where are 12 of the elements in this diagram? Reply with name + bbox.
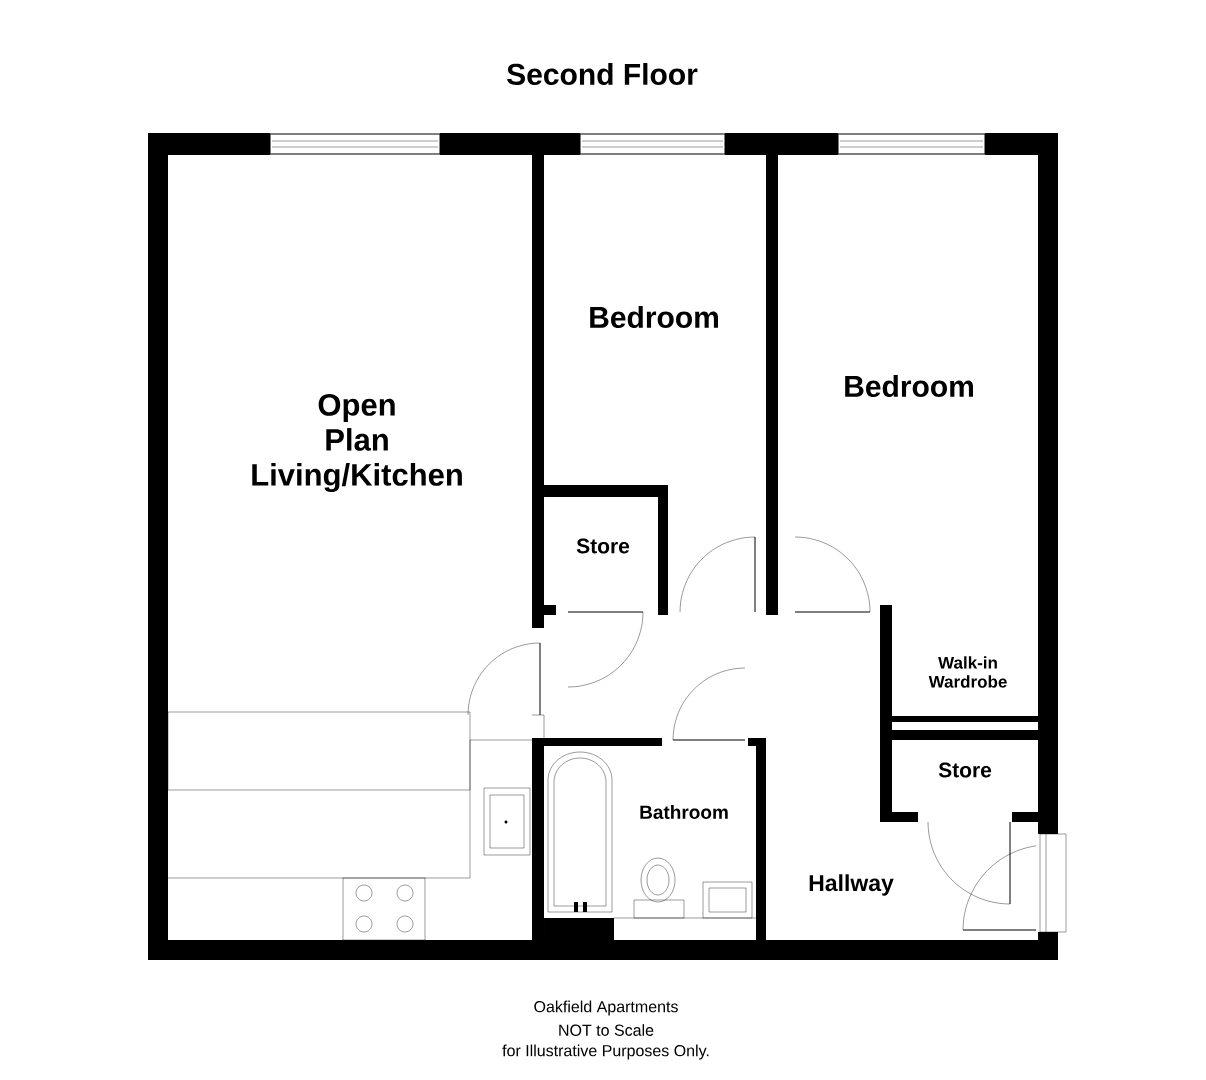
room-label: Bedroom: [845, 375, 973, 398]
caption-line: Oakfield Apartments: [534, 1000, 678, 1016]
room-label: Bathroom: [640, 805, 728, 819]
caption-line: for Illustrative Purposes Only.: [502, 1044, 709, 1060]
room-label: Store: [576, 538, 630, 554]
room-label: Bedroom: [590, 306, 718, 329]
title: Second Floor: [507, 63, 698, 86]
room-label: Store: [938, 762, 992, 778]
room-label: Hallway: [809, 874, 894, 896]
room-label: Walk-in Wardrobe: [928, 656, 1007, 688]
room-label: Open Plan Living/Kitchen: [252, 393, 462, 493]
caption-line: NOT to Scale: [559, 1024, 654, 1036]
